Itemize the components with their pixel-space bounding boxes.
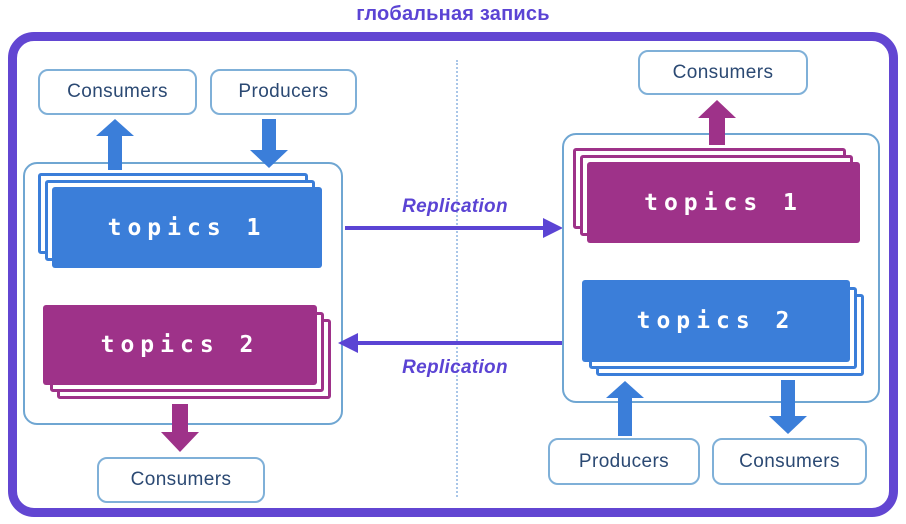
- arrow-body: [357, 341, 568, 345]
- right-topics-2-box: topics 2: [582, 280, 850, 362]
- arrow-body: [345, 226, 544, 230]
- diagram-title: глобальная запись: [356, 3, 550, 25]
- left-topics-2-label: topics 2: [100, 332, 260, 358]
- right-consumers-bottom-node: Consumers: [712, 438, 867, 485]
- left-producers-top-label: Producers: [238, 81, 329, 102]
- left-topics-1-box: topics 1: [52, 187, 322, 268]
- arrow-head-down-icon: [161, 432, 199, 452]
- left-topics-2-box: topics 2: [43, 305, 317, 385]
- right-producers-bottom-node: Producers: [548, 438, 700, 485]
- arrow-head-down-icon: [769, 416, 807, 434]
- arrow-body: [781, 380, 795, 416]
- right-consumers-bottom-label: Consumers: [739, 450, 840, 472]
- arrow-head-down-icon: [250, 150, 288, 168]
- arrow-body: [709, 117, 725, 145]
- right-consumers-top-label: Consumers: [672, 61, 774, 83]
- arrow-body: [108, 135, 122, 170]
- arrow-body: [618, 397, 632, 436]
- right-topics-2-label: topics 2: [636, 308, 796, 334]
- left-consumers-bottom-node: Consumers: [97, 457, 265, 503]
- left-consumers-top-label: Consumers: [67, 81, 168, 102]
- arrow-head-left-icon: [338, 333, 358, 353]
- left-consumers-top-node: Consumers: [38, 69, 197, 115]
- outer-frame: [8, 32, 898, 517]
- right-producers-bottom-label: Producers: [578, 450, 670, 472]
- right-topics-1-box: topics 1: [587, 162, 860, 243]
- left-producers-top-node: Producers: [210, 69, 357, 115]
- cluster-separator-line: [456, 60, 458, 497]
- left-topics-1-label: topics 1: [107, 214, 267, 241]
- arrow-head-up-icon: [606, 381, 644, 398]
- arrow-body: [262, 119, 276, 151]
- right-topics-1-label: topics 1: [644, 189, 803, 216]
- arrow-head-right-icon: [543, 218, 563, 238]
- replication-bottom-label: Replication: [402, 357, 508, 378]
- right-consumers-top-node: Consumers: [638, 50, 808, 95]
- replication-top-label: Replication: [402, 196, 508, 217]
- arrow-head-up-icon: [96, 119, 134, 136]
- arrow-head-up-icon: [698, 100, 736, 118]
- arrow-body: [172, 404, 188, 432]
- left-consumers-bottom-label: Consumers: [130, 469, 232, 490]
